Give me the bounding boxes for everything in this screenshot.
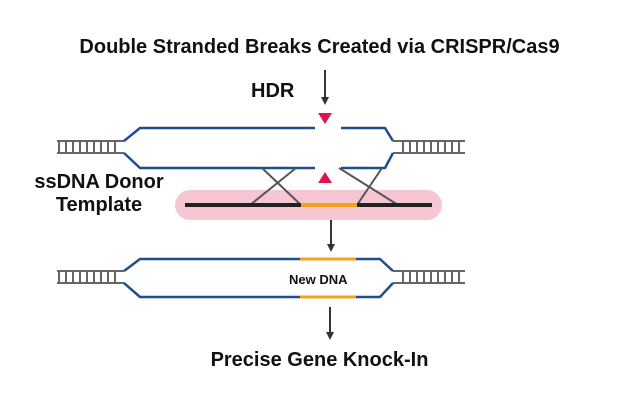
donor-label-line1: ssDNA Donor	[34, 171, 164, 193]
cut-marker-bottom	[318, 172, 332, 183]
recombination-crossover-lines	[249, 167, 399, 206]
diagram-title: Double Stranded Breaks Created via CRISP…	[79, 36, 560, 58]
repaired-strands	[123, 257, 394, 299]
ladder-right-bottom	[393, 270, 465, 284]
ladder-right-top	[393, 140, 465, 154]
new-dna-label: New DNA	[289, 272, 348, 287]
ladder-left-bottom	[57, 270, 124, 284]
dsb-strands	[123, 126, 395, 170]
donor-label-line2: Template	[55, 194, 143, 216]
cut-marker-top	[318, 113, 332, 124]
ladder-left-top	[57, 140, 124, 154]
result-label: Precise Gene Knock-In	[210, 349, 429, 371]
hdr-label: HDR	[251, 80, 295, 102]
donor-template-label: ssDNA Donor Template	[0, 171, 198, 217]
